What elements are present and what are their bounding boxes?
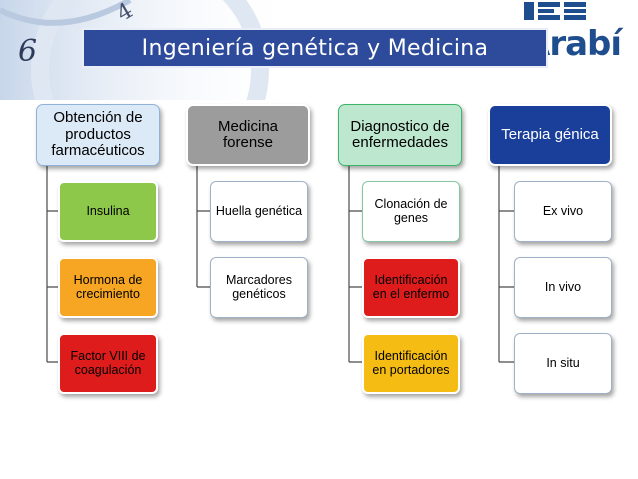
page-title: Ingeniería genética y Medicina xyxy=(82,28,548,68)
node-factor-viii: Factor VIII de coagulación xyxy=(58,333,158,394)
root-medicina-forense: Medicina forense xyxy=(186,104,310,166)
ies-logo-icon xyxy=(524,2,586,20)
decor-digit-6: 6 xyxy=(18,34,38,69)
node-marcadores-geneticos: Marcadores genéticos xyxy=(210,257,308,318)
node-in-vivo: In vivo xyxy=(514,257,612,318)
root-diagnostico-enfermedades: Diagnostico de enfermedades xyxy=(338,104,462,166)
root-obtencion-productos: Obtención de productos farmacéuticos xyxy=(36,104,160,166)
node-identificacion-enfermo: Identificación en el enfermo xyxy=(362,257,460,318)
node-ex-vivo: Ex vivo xyxy=(514,181,612,242)
node-hormona-crecimiento: Hormona de crecimiento xyxy=(58,257,158,318)
root-terapia-genica: Terapia génica xyxy=(488,104,612,166)
node-in-situ: In situ xyxy=(514,333,612,394)
node-huella-genetica: Huella genética xyxy=(210,181,308,242)
node-identificacion-portadores: Identificación en portadores xyxy=(362,333,460,394)
node-clonacion-genes: Clonación de genes xyxy=(362,181,460,242)
node-insulina: Insulina xyxy=(58,181,158,242)
